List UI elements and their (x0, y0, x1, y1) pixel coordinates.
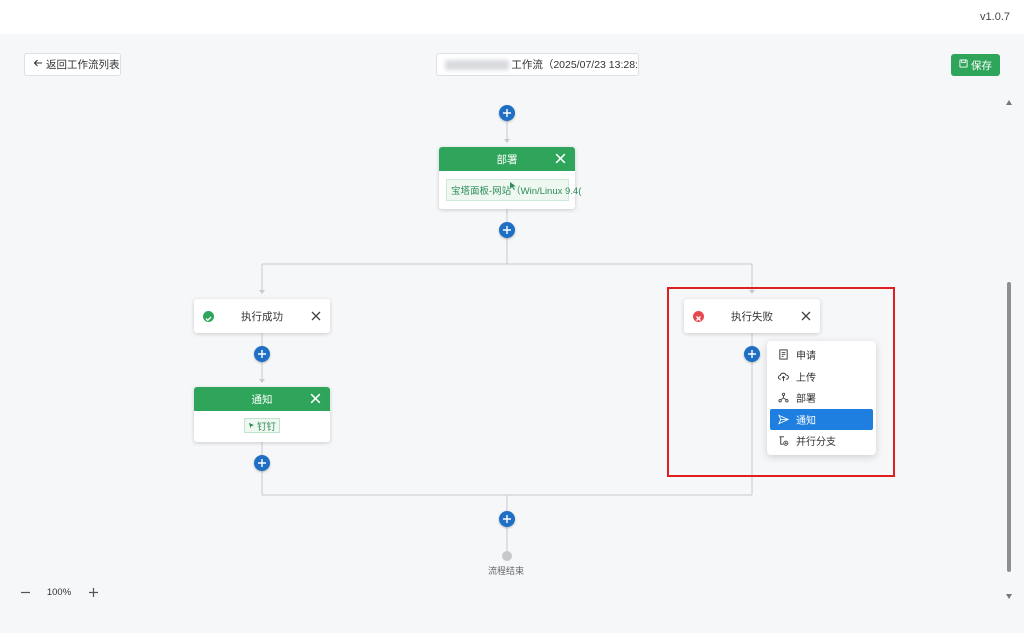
close-icon[interactable] (800, 310, 812, 322)
back-to-list-button[interactable]: 返回工作流列表 (24, 53, 121, 76)
menu-item-deploy[interactable]: 部署 (770, 387, 873, 409)
notify-channel-text: 钉钉 (256, 421, 276, 433)
add-node-button[interactable] (499, 511, 515, 527)
add-node-button[interactable] (744, 346, 760, 362)
minus-icon (20, 591, 30, 593)
plus-icon (748, 350, 756, 358)
arrow-left-icon (33, 58, 43, 71)
cloud-upload-icon (778, 372, 789, 381)
redacted-name (445, 59, 510, 70)
plus-icon (258, 459, 266, 467)
deploy-node[interactable]: 部署 宝塔面板-网站（Win/Linux 9.4( (439, 147, 581, 209)
scroll-down-arrow-icon[interactable] (1006, 594, 1012, 599)
top-bar: v1.0.7 (0, 0, 1024, 34)
zoom-out-button[interactable] (17, 584, 33, 600)
close-icon[interactable] (554, 152, 567, 165)
plus-icon (258, 350, 266, 358)
menu-item-upload[interactable]: 上传 (770, 366, 873, 388)
highlight-annotation-box (667, 287, 895, 477)
close-icon[interactable] (310, 310, 322, 322)
scrollbar-thumb[interactable] (1007, 282, 1011, 572)
deploy-node-header: 部署 (439, 147, 575, 171)
menu-item-parallel-branch[interactable]: 并行分支 (770, 430, 873, 452)
plus-icon (503, 515, 511, 523)
vertical-scrollbar[interactable] (1003, 100, 1015, 600)
success-branch-label: 执行成功 (241, 310, 283, 323)
check-circle-icon (203, 311, 214, 322)
add-node-button[interactable] (254, 455, 270, 471)
save-label: 保存 (971, 59, 992, 72)
menu-item-label: 部署 (796, 394, 816, 406)
menu-item-apply[interactable]: 申请 (770, 344, 873, 366)
dingtalk-icon (248, 422, 255, 429)
add-node-menu: 申请 上传 部署 通知 并行分支 (767, 341, 876, 455)
notify-node[interactable]: 通知 钉钉 (194, 387, 330, 442)
fail-branch-node[interactable]: 执行失败 (684, 299, 820, 333)
plus-icon (88, 587, 98, 597)
workflow-title-text: 工作流（2025/07/23 13:28: (511, 59, 638, 71)
menu-item-label: 并行分支 (796, 437, 836, 449)
app-version: v1.0.7 (980, 11, 1010, 23)
notify-node-title: 通知 (251, 393, 273, 406)
deploy-nodes-icon (778, 392, 789, 403)
scroll-up-arrow-icon[interactable] (1006, 100, 1012, 105)
save-button[interactable]: 保存 (951, 54, 1000, 76)
send-icon (778, 414, 790, 425)
zoom-control: 100% (17, 584, 101, 600)
add-node-button[interactable] (254, 346, 270, 362)
save-icon (959, 59, 968, 71)
close-icon[interactable] (309, 392, 322, 405)
menu-item-label: 通知 (796, 415, 816, 427)
zoom-in-button[interactable] (85, 584, 101, 600)
success-branch-node[interactable]: 执行成功 (194, 299, 330, 333)
plus-icon (503, 109, 511, 117)
flow-end-label: 流程结束 (488, 566, 525, 576)
menu-item-label: 申请 (796, 351, 816, 363)
notify-channel-chip[interactable]: 钉钉 (244, 418, 280, 433)
menu-item-label: 上传 (796, 372, 816, 384)
error-circle-icon (693, 311, 704, 322)
deploy-node-title: 部署 (496, 153, 518, 166)
fail-branch-label: 执行失败 (731, 310, 773, 323)
add-node-button[interactable] (499, 222, 515, 238)
deploy-target-chip[interactable]: 宝塔面板-网站（Win/Linux 9.4( (446, 179, 581, 201)
add-node-button[interactable] (499, 105, 515, 121)
branch-icon (779, 436, 789, 447)
back-to-list-label: 返回工作流列表 (46, 59, 120, 71)
deploy-target-text: 宝塔面板-网站（Win/Linux 9.4( (451, 186, 582, 197)
notify-node-header: 通知 (194, 387, 330, 411)
mouse-cursor-icon (510, 182, 516, 190)
menu-item-notify[interactable]: 通知 (770, 408, 873, 430)
workflow-title-input[interactable]: 工作流（2025/07/23 13:28: (436, 53, 639, 76)
plus-icon (503, 226, 511, 234)
flow-end-dot (502, 551, 512, 561)
document-icon (779, 349, 788, 360)
zoom-level: 100% (46, 586, 72, 598)
